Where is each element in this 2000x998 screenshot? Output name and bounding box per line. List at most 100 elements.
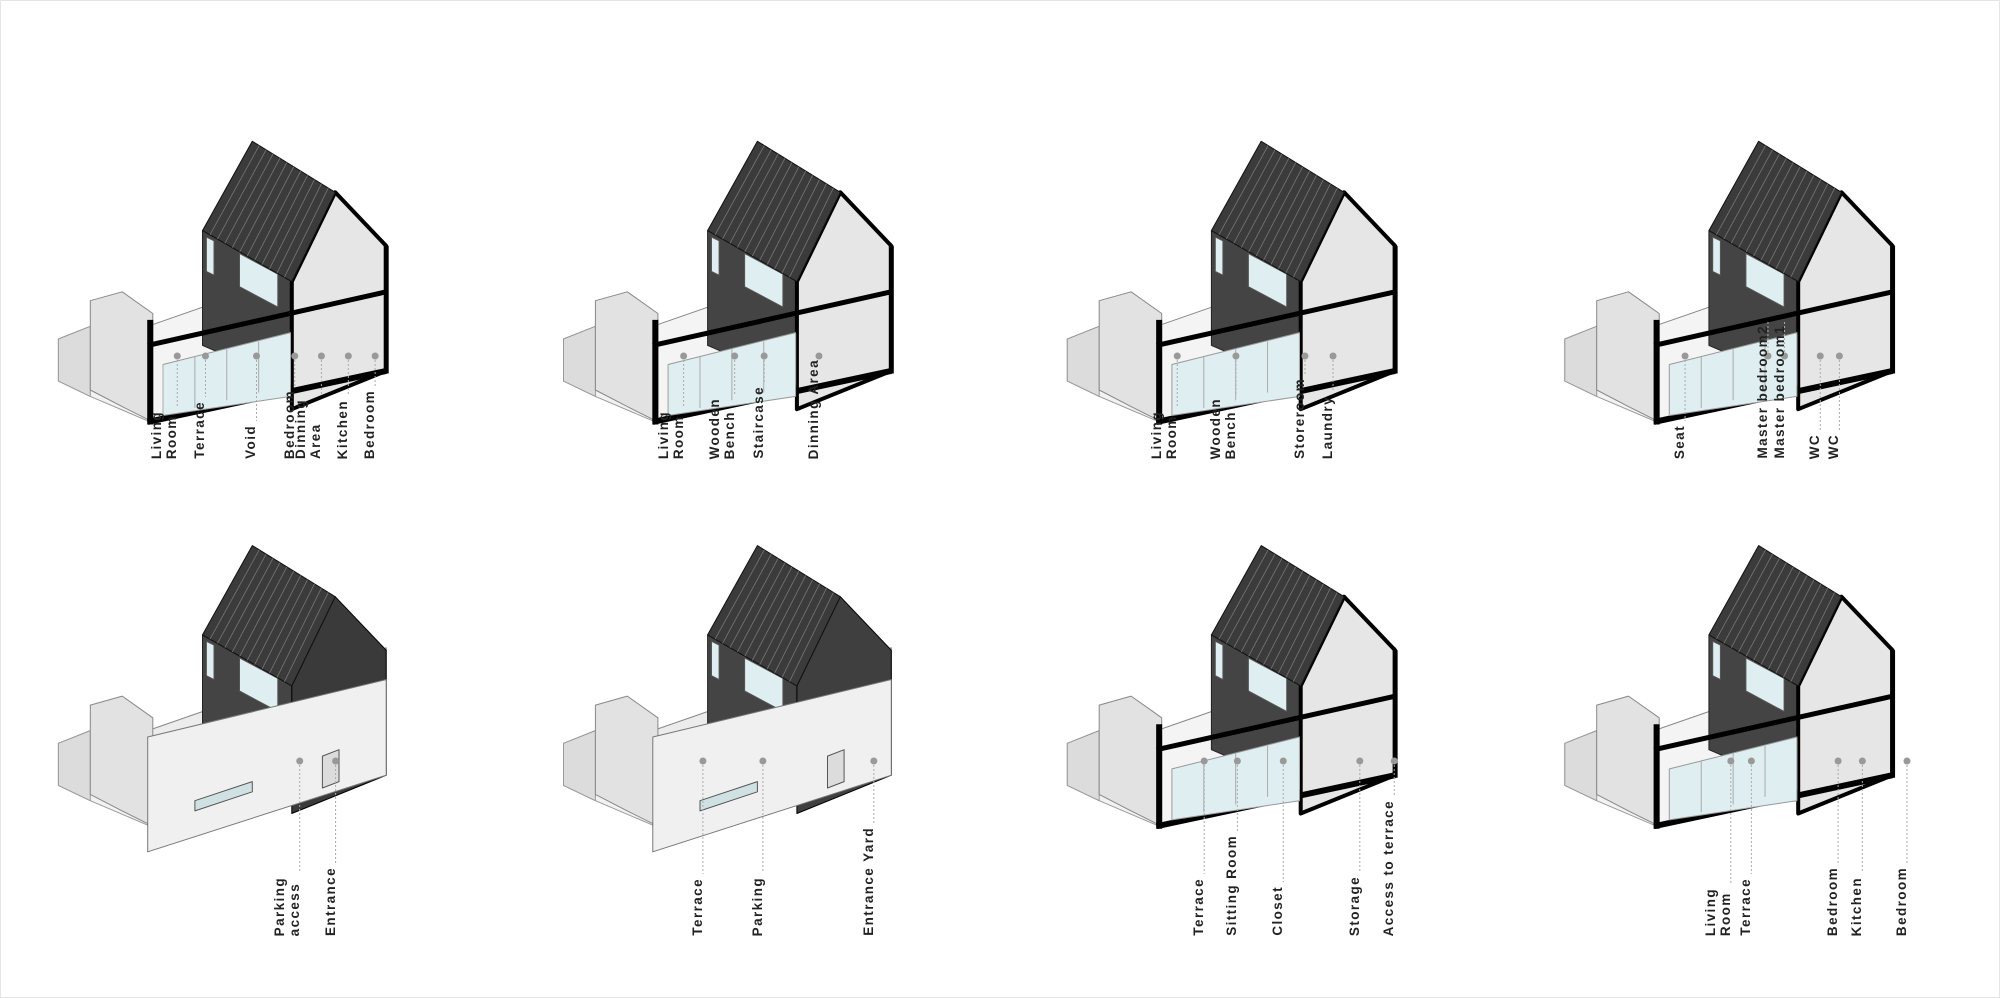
leader-dot [1329, 352, 1337, 360]
roof-seam [774, 179, 820, 270]
side-window [711, 236, 720, 276]
roof-seam [714, 145, 765, 236]
room-label: Living Room [1149, 411, 1180, 460]
roof [1210, 140, 1345, 283]
house-drawing-1 [57, 140, 389, 425]
roof-seam [1255, 570, 1304, 661]
side-window [1214, 640, 1224, 681]
roof-seam [1218, 145, 1269, 236]
room-label: Entrance [322, 867, 338, 936]
house-drawing-6 [563, 545, 892, 853]
roof-seam [1715, 549, 1766, 640]
room-label: Closet [1270, 886, 1286, 936]
low-wing-side [1066, 730, 1100, 802]
roof-seam [1790, 187, 1835, 278]
room-label: Terrace [1738, 878, 1754, 936]
side-window [205, 640, 215, 681]
leader-dot [759, 757, 767, 765]
leader-dot [1747, 757, 1755, 765]
room-label: Storage [1346, 876, 1362, 937]
side-window [1712, 640, 1721, 681]
room-label: Storeroom [1291, 378, 1307, 459]
leader-dot [1279, 757, 1287, 765]
roof-seam [284, 187, 329, 278]
side-window [205, 236, 215, 276]
roof-seam [744, 162, 793, 253]
room-label: Living Room [655, 411, 686, 460]
roof-seam [209, 145, 260, 236]
upper-window [1247, 253, 1288, 308]
roof-seam [276, 587, 322, 678]
roof-seam [1790, 592, 1835, 682]
room-label: WC [1826, 434, 1842, 460]
low-wing-side [1564, 730, 1598, 802]
house-drawing-4 [1564, 140, 1896, 425]
roof-seam [1225, 149, 1276, 240]
roof-seam [759, 575, 807, 665]
cut-mid-slab [1653, 693, 1894, 753]
roof-seam [261, 579, 308, 670]
upper-window [744, 253, 784, 308]
roof-seam [1775, 583, 1822, 674]
room-label: Parking [749, 877, 765, 937]
leader-dot [371, 352, 379, 360]
roof-seam [254, 575, 301, 665]
leader-dot [680, 352, 688, 360]
low-wing-side [1066, 325, 1100, 397]
low-wing-side [57, 325, 91, 397]
room-label: Void [243, 425, 259, 459]
leader-dot [731, 352, 739, 360]
roof-seam [1760, 170, 1808, 261]
roof-seam [1285, 587, 1331, 678]
roof-seam [1248, 162, 1297, 253]
leader-dot [1858, 757, 1866, 765]
leader-dot [1834, 757, 1842, 765]
upper-window [1247, 657, 1288, 712]
leader-dot [1232, 352, 1240, 360]
facade-window [699, 781, 758, 812]
cut-mid-slab [147, 289, 387, 348]
roof-seam [1248, 566, 1297, 657]
roof-seam [1723, 553, 1773, 644]
room-label: Wooden Bench [706, 398, 737, 460]
leader-dot [1781, 352, 1789, 360]
side-window [1712, 236, 1721, 276]
roof-seam [766, 579, 813, 670]
roof-seam [284, 592, 329, 682]
leader-dot [291, 352, 299, 360]
roof-seam [1715, 145, 1766, 236]
roof-seam [254, 170, 301, 261]
side-wall [594, 291, 659, 423]
facade-window [194, 781, 253, 812]
roof-seam [781, 183, 827, 274]
leader-dot [344, 352, 352, 360]
room-label: Dinning Area [293, 399, 324, 460]
roof-seam [1263, 170, 1310, 261]
roof-seam [1768, 579, 1815, 670]
room-label: Laundry [1320, 396, 1336, 460]
roof-seam [737, 562, 786, 653]
leader-dot [1816, 352, 1824, 360]
room-label: Terrace [689, 878, 705, 936]
leader-dot [173, 352, 181, 360]
roof-seam [1270, 175, 1317, 265]
roof [707, 140, 841, 283]
roof-seam [224, 558, 274, 648]
roof-seam [1263, 575, 1310, 665]
upper-window [1745, 253, 1785, 308]
side-window [711, 640, 720, 681]
low-wing-side [1564, 325, 1598, 397]
roof-seam [1240, 158, 1290, 248]
room-label: Parking access [271, 877, 302, 937]
facade [147, 679, 387, 853]
side-wall [1596, 695, 1660, 827]
roof-seam [217, 553, 267, 644]
roof-seam [1782, 587, 1829, 678]
roof-seam [1782, 183, 1829, 274]
roof-seam [1760, 575, 1808, 665]
leader-dot [252, 352, 260, 360]
facade [652, 679, 892, 853]
leader-dot [815, 352, 823, 360]
room-label: Living Room [149, 411, 180, 460]
cut-mid-slab [1156, 693, 1396, 753]
